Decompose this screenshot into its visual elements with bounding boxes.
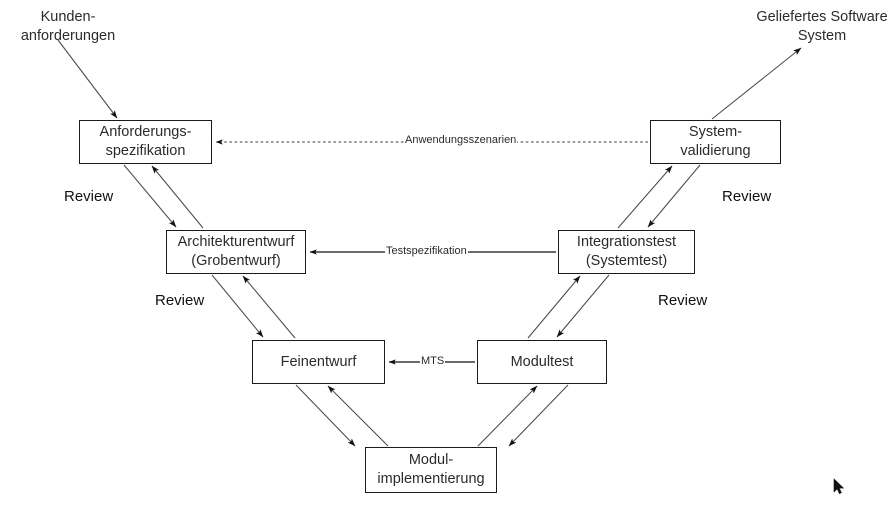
edge-feinentwurf-to-architektur-review (242, 275, 296, 339)
mouse-cursor-icon (833, 478, 845, 494)
review-label-architekturentwurf: Review (155, 292, 205, 309)
edge-architektur-to-feinentwurf (211, 274, 264, 338)
node-feinentwurf[interactable]: Feinentwurf (252, 340, 385, 384)
node-architekturentwurf[interactable]: Architekturentwurf (Grobentwurf) (166, 230, 306, 274)
node-anforderungsspezifikation-line-1: Anforderungs- (99, 124, 192, 141)
testspezifikation-edge-label: Testspezifikation (385, 245, 468, 257)
anwendungsszenarien-edge-label: Anwendungsszenarien (404, 134, 518, 146)
node-integrationstest-line-2: (Systemtest) (585, 253, 668, 269)
kundenanforderungen-line-2: anforderungen (20, 27, 116, 44)
edge-systemvalidierung-to-integrationstest-review (647, 164, 701, 228)
review-label-anforderungsspezifikation: Review (64, 188, 114, 205)
node-systemvalidierung[interactable]: System- validierung (650, 120, 781, 164)
node-modulimplementierung-line-2: implementierung (377, 471, 485, 487)
node-modultest[interactable]: Modultest (477, 340, 607, 384)
kundenanforderungen-arrow (57, 39, 118, 119)
geliefertes-software-system-line-2: System (797, 27, 847, 44)
node-anforderungsspezifikation[interactable]: Anforderungs- spezifikation (79, 120, 212, 164)
edge-integrationstest-to-systemvalidierung (617, 165, 673, 229)
review-label-integrationstest: Review (658, 292, 708, 309)
node-feinentwurf-line-1: Feinentwurf (280, 353, 357, 370)
node-modulimplementierung-line-1: Modul- (408, 452, 454, 469)
mts-edge-label: MTS (420, 355, 446, 367)
kundenanforderungen-line-1: Kunden- (40, 9, 96, 25)
node-systemvalidierung-line-1: System- (688, 124, 743, 141)
edge-modultest-to-integrationstest (527, 275, 581, 339)
geliefertes-system-arrow (711, 47, 802, 120)
geliefertes-software-system-label: Geliefertes Software System (752, 8, 892, 45)
geliefertes-software-system-line-1: Geliefertes Software (756, 9, 888, 25)
kundenanforderungen-label: Kunden- anforderungen (14, 8, 122, 45)
edge-anforderung-to-architektur (123, 164, 177, 228)
node-modulimplementierung[interactable]: Modul- implementierung (365, 447, 497, 493)
edge-modulimpl-to-modultest (477, 385, 538, 447)
node-architekturentwurf-line-2: (Grobentwurf) (191, 253, 281, 269)
node-integrationstest-line-1: Integrationstest (576, 234, 677, 251)
review-label-systemvalidierung: Review (722, 188, 772, 205)
node-modultest-line-1: Modultest (510, 353, 574, 370)
edge-integrationstest-to-modultest-review (556, 274, 610, 338)
edge-modulimpl-to-feinentwurf-review (327, 385, 389, 447)
node-architekturentwurf-line-1: Architekturentwurf (177, 234, 295, 251)
node-anforderungsspezifikation-line-2: spezifikation (105, 143, 186, 159)
edge-feinentwurf-to-modulimpl (295, 384, 356, 447)
edge-modultest-to-modulimpl-review (508, 384, 569, 447)
edge-architektur-to-anforderung-review (151, 165, 204, 229)
node-systemvalidierung-line-2: validierung (680, 143, 751, 159)
node-integrationstest[interactable]: Integrationstest (Systemtest) (558, 230, 695, 274)
